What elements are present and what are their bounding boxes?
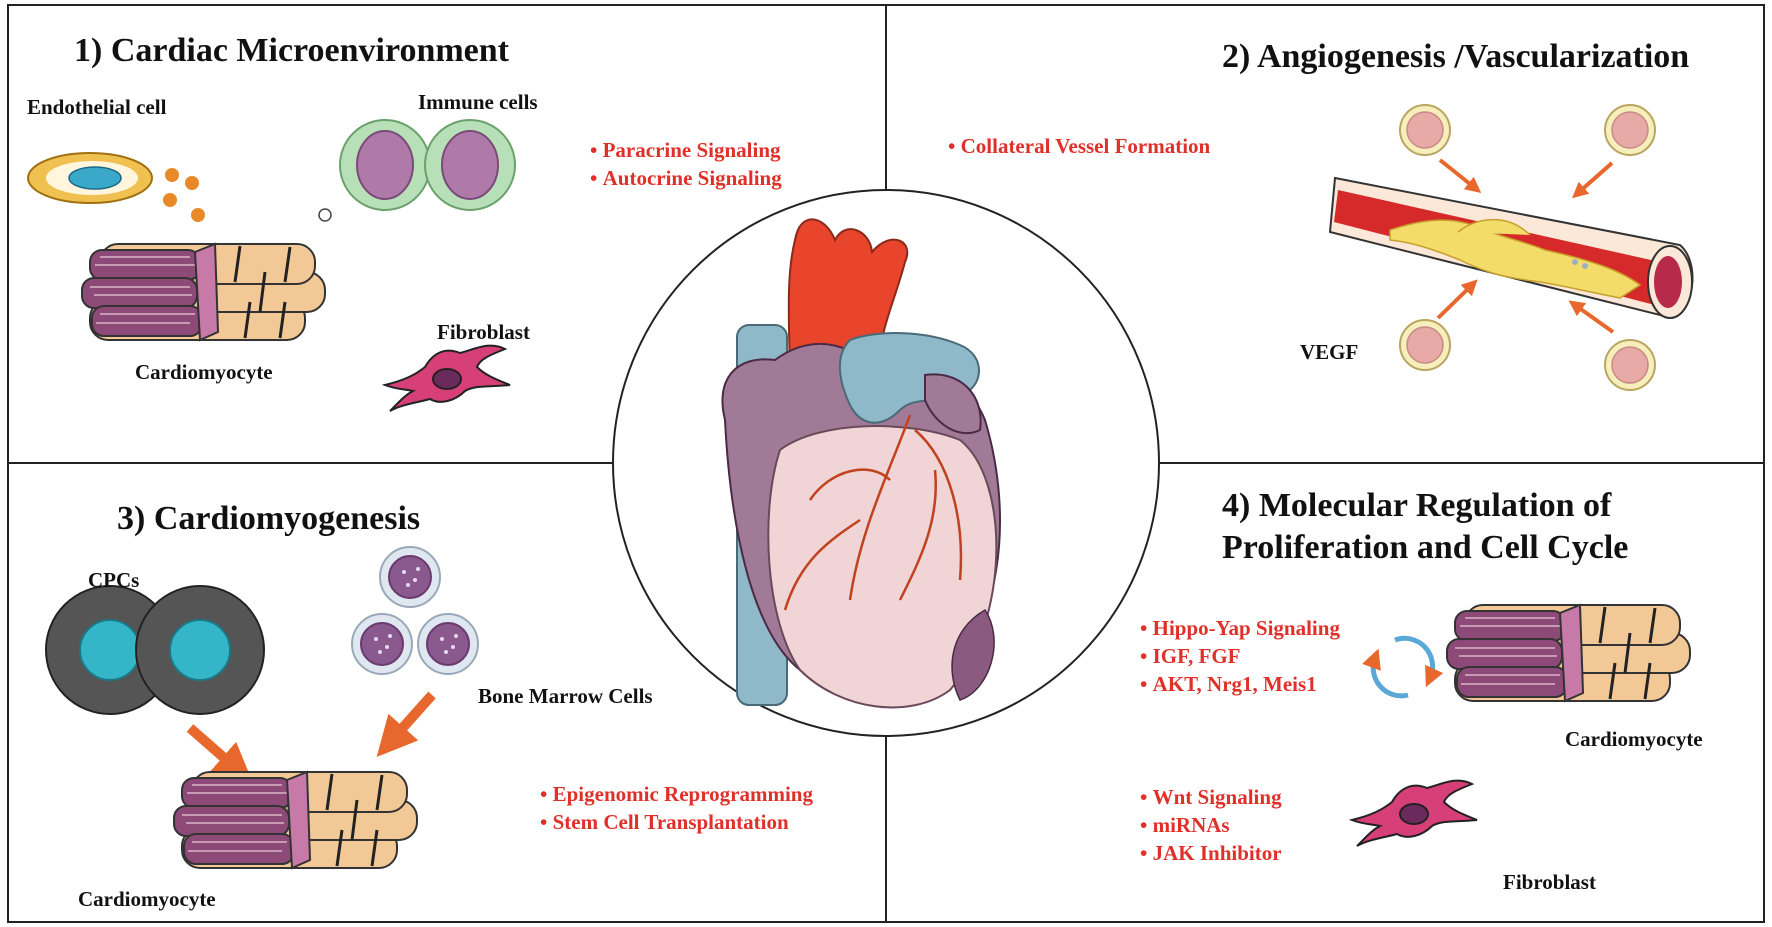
bone-marrow-cells-graphic [351, 546, 479, 675]
cardiomyocyte-label-q1: Cardiomyocyte [135, 360, 273, 384]
quadrant-4-title-line1: 4) Molecular Regulation of [1222, 487, 1612, 524]
vessel-cell-top-right [1604, 104, 1656, 156]
blood-vessel-graphic [1328, 176, 1694, 320]
quadrant-1-title: 1) Cardiac Microenvironment [74, 32, 509, 69]
q3-signal-item: Epigenomic Reprogramming [540, 780, 813, 808]
q2-signal-list: Collateral Vessel Formation [948, 132, 1211, 160]
immune-cells-label: Immune cells [418, 90, 538, 114]
cardiomyocyte-label-q4: Cardiomyocyte [1565, 727, 1703, 751]
q4-signal-item: Wnt Signaling [1140, 783, 1282, 811]
cardiomyocyte-label-q3: Cardiomyocyte [78, 887, 216, 911]
q4-signal-item: JAK Inhibitor [1140, 839, 1282, 867]
cell-cycle-icon [1362, 635, 1444, 699]
vessel-cell-bottom-left [1399, 319, 1451, 371]
quadrant-2-title: 2) Angiogenesis /Vascularization [1222, 38, 1690, 75]
q3-signal-list: Epigenomic Reprogramming Stem Cell Trans… [540, 780, 813, 836]
bone-marrow-cells-label: Bone Marrow Cells [478, 684, 653, 708]
cardiomyocyte-graphic-q1 [80, 242, 327, 342]
cardiomyocyte-graphic-q4 [1445, 603, 1692, 703]
q3-signal-item: Stem Cell Transplantation [540, 808, 813, 836]
cardiomyogenesis-arrows [186, 691, 436, 784]
fibroblast-graphic-q1 [384, 344, 511, 412]
q4-signal-item: miRNAs [1140, 811, 1282, 839]
q4-signal-item: AKT, Nrg1, Meis1 [1140, 670, 1340, 698]
cpcs-label: CPCs [88, 568, 140, 592]
q4-signal-item: Hippo-Yap Signaling [1140, 614, 1340, 642]
endothelial-cell-graphic [27, 152, 205, 222]
q1-signal-list: Paracrine Signaling Autocrine Signaling [590, 136, 782, 192]
vessel-cell-bottom-right [1604, 339, 1656, 391]
endothelial-cell-label: Endothelial cell [27, 95, 167, 119]
q4-signal-list-a: Hippo-Yap Signaling IGF, FGF AKT, Nrg1, … [1140, 614, 1340, 698]
cpcs-graphic [45, 585, 265, 715]
quadrant-4-title: 4) Molecular Regulation of Proliferation… [1222, 485, 1628, 569]
q4-signal-list-b: Wnt Signaling miRNAs JAK Inhibitor [1140, 783, 1282, 867]
fibroblast-label-q1: Fibroblast [437, 320, 530, 344]
q1-signal-item: Paracrine Signaling [590, 136, 782, 164]
cardiomyocyte-graphic-q3 [172, 770, 419, 870]
vessel-cell-top-left [1399, 104, 1451, 156]
vegf-label: VEGF [1300, 340, 1359, 364]
quadrant-3-title: 3) Cardiomyogenesis [117, 500, 421, 537]
fibroblast-label-q4: Fibroblast [1503, 870, 1596, 894]
quadrant-4-title-line2: Proliferation and Cell Cycle [1222, 529, 1629, 566]
vegf-arrows [1436, 158, 1615, 334]
immune-cells-graphic [318, 119, 516, 222]
q1-signal-item: Autocrine Signaling [590, 164, 782, 192]
fibroblast-graphic-q4 [1351, 779, 1478, 847]
q2-signal-item: Collateral Vessel Formation [948, 132, 1211, 160]
heart-illustration [721, 218, 1001, 709]
q4-signal-item: IGF, FGF [1140, 642, 1340, 670]
